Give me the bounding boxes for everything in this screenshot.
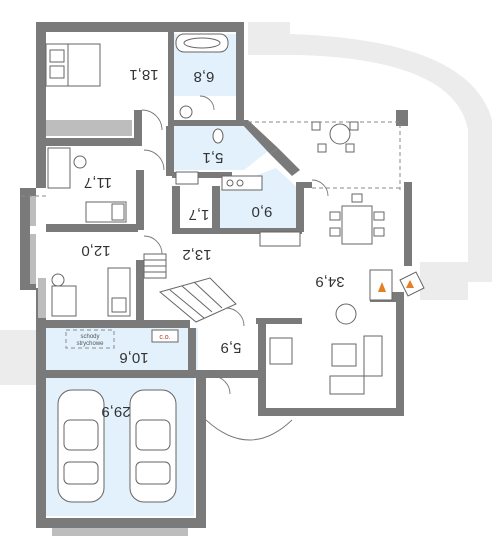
area-garage: 29,9 <box>101 403 130 420</box>
area-labels: 18,1 6,8 5,1 11,7 12,0 1,7 9,0 13,2 34,9… <box>81 66 344 420</box>
stairs <box>143 253 237 323</box>
attic-stairs-label-2: strychowe <box>76 341 104 347</box>
attic-stairs-label-1: schody <box>80 334 99 340</box>
boiler-label: c.o. <box>159 334 170 341</box>
area-hall: 13,2 <box>182 246 211 263</box>
fireplace <box>369 269 425 301</box>
terrace-table <box>311 121 359 153</box>
car-right <box>129 389 177 503</box>
area-bathroom: 6,8 <box>194 68 215 85</box>
bathtub <box>175 33 229 53</box>
outer-walls <box>20 22 412 528</box>
living-furniture <box>269 303 383 395</box>
bedroom3-furniture <box>51 267 131 317</box>
toilet-wc <box>212 128 224 144</box>
bed-double <box>45 43 101 87</box>
area-bedroom-2: 11,7 <box>84 174 112 191</box>
toilet <box>179 105 193 119</box>
interior-walls <box>40 32 312 378</box>
boiler-box: c.o. <box>151 329 179 343</box>
area-living: 34,9 <box>315 273 344 290</box>
area-entrance: 10,6 <box>119 349 148 366</box>
area-wc: 5,1 <box>203 149 224 166</box>
doors <box>46 95 329 441</box>
windows <box>30 120 188 536</box>
attic-stairs-box: schody strychowe <box>65 329 115 349</box>
area-pantry: 1,7 <box>189 206 210 223</box>
area-vestibule: 5,9 <box>221 339 242 356</box>
area-bedroom-main: 18,1 <box>129 66 158 83</box>
terrace <box>0 22 492 385</box>
dashed-lines <box>20 121 401 197</box>
kitchen-fixtures <box>175 171 301 247</box>
car-left <box>57 389 105 503</box>
dining-table <box>329 193 385 245</box>
bedroom2-furniture <box>47 147 127 223</box>
area-bedroom-3: 12,0 <box>81 242 110 259</box>
area-kitchen: 9,0 <box>252 203 273 220</box>
